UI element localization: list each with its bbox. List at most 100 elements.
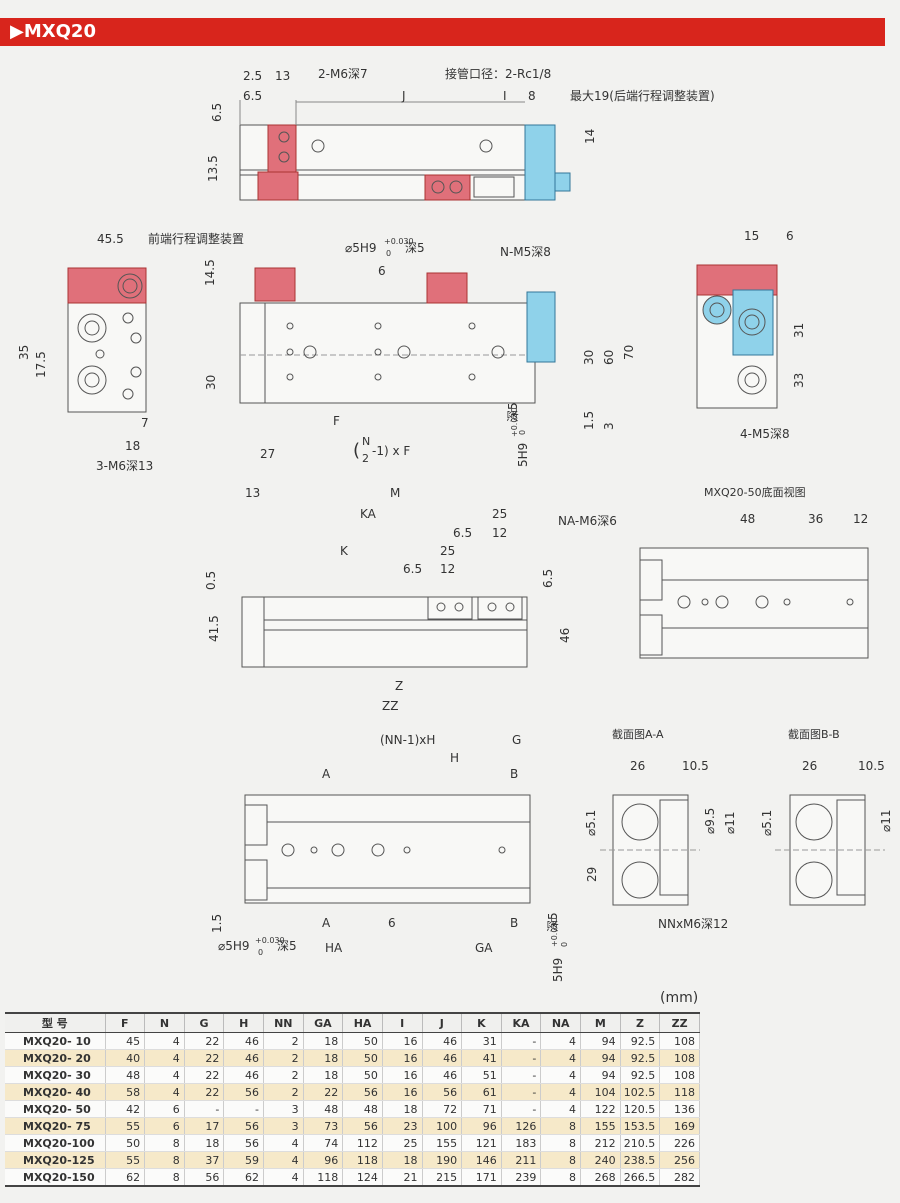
table-cell: 104 [580, 1083, 621, 1101]
right-view-labels: 15 6 31 33 4-M5深8 [740, 229, 806, 441]
svg-text:A: A [322, 767, 331, 781]
svg-text:13: 13 [245, 486, 260, 500]
table-cell: 102.5 [620, 1083, 661, 1101]
model-cell: MXQ20- 40 [5, 1083, 106, 1101]
table-cell: 46 [422, 1032, 463, 1050]
table-cell: 22 [303, 1083, 344, 1101]
table-cell: 100 [422, 1117, 463, 1135]
table-cell: 136 [659, 1100, 700, 1118]
table-cell: 45 [105, 1032, 146, 1050]
table-cell: 92.5 [620, 1032, 661, 1050]
table-cell: 59 [223, 1151, 264, 1169]
svg-text:M: M [390, 486, 400, 500]
table-cell: 61 [461, 1083, 502, 1101]
table-cell: 18 [303, 1032, 344, 1050]
table-cell: 48 [303, 1100, 344, 1118]
table-cell: 118 [342, 1151, 383, 1169]
table-cell: 23 [382, 1117, 423, 1135]
column-header: HA [342, 1012, 383, 1033]
table-cell: 239 [501, 1168, 542, 1187]
svg-text:+0.030: +0.030 [255, 936, 285, 945]
table-cell: 3 [263, 1100, 304, 1118]
column-header: 型 号 [5, 1012, 106, 1033]
section-a-labels: 截面图A-A 26 10.5 ⌀5.1 ⌀9.5 ⌀11 NNxM6深12 [584, 727, 737, 931]
table-cell: 8 [144, 1134, 185, 1152]
table-cell: 8 [540, 1151, 581, 1169]
table-cell: 153.5 [620, 1117, 661, 1135]
svg-text:⌀11: ⌀11 [879, 810, 893, 833]
table-cell: 55 [105, 1117, 146, 1135]
svg-text:10.5: 10.5 [858, 759, 885, 773]
svg-text:7: 7 [141, 416, 149, 430]
table-cell: 2 [263, 1066, 304, 1084]
svg-text:⌀5.1: ⌀5.1 [760, 810, 774, 836]
svg-text:13: 13 [275, 69, 290, 83]
svg-text:NA-M6深6: NA-M6深6 [558, 514, 617, 528]
svg-text:1.5: 1.5 [210, 914, 224, 933]
svg-text:最大19(后端行程调整装置): 最大19(后端行程调整装置) [570, 88, 715, 103]
svg-text:17.5: 17.5 [34, 351, 48, 378]
svg-text:30: 30 [204, 375, 218, 390]
play-icon: ▶ [10, 21, 24, 42]
table-cell: 8 [540, 1117, 581, 1135]
svg-text:B: B [510, 916, 518, 930]
svg-text:45.5: 45.5 [97, 232, 124, 246]
table-cell: 18 [382, 1151, 423, 1169]
svg-text:14.5: 14.5 [203, 259, 217, 286]
svg-text:0: 0 [518, 430, 527, 435]
table-cell: 6 [144, 1100, 185, 1118]
table-cell: 171 [461, 1168, 502, 1187]
svg-text:6.5: 6.5 [453, 526, 472, 540]
model-cell: MXQ20-150 [5, 1168, 106, 1187]
svg-text:N: N [362, 435, 370, 448]
table-cell: 18 [303, 1049, 344, 1067]
table-cell: 215 [422, 1168, 463, 1187]
svg-text:0: 0 [560, 942, 569, 947]
page-header: ▶MXQ20 [0, 18, 885, 46]
model-cell: MXQ20- 50 [5, 1100, 106, 1118]
table-cell: 108 [659, 1049, 700, 1067]
svg-text:6: 6 [786, 229, 794, 243]
svg-text:截面图A-A: 截面图A-A [612, 727, 664, 741]
model-cell: MXQ20-125 [5, 1151, 106, 1169]
table-cell: 56 [342, 1117, 383, 1135]
table-cell: 238.5 [620, 1151, 661, 1169]
svg-text:5H9: 5H9 [551, 958, 565, 982]
lower-view-labels: (NN-1)xH G H A B 29 1.5 A 6 B ⌀5H9 +0.03… [210, 733, 599, 982]
table-cell: 118 [659, 1083, 700, 1101]
svg-text:60: 60 [602, 350, 616, 365]
svg-text:35: 35 [17, 345, 31, 360]
table-cell: 4 [263, 1168, 304, 1187]
svg-text:I: I [503, 89, 507, 103]
table-cell: 22 [184, 1083, 225, 1101]
table-cell: 4 [540, 1100, 581, 1118]
svg-text:12: 12 [492, 526, 507, 540]
table-cell: 121 [461, 1134, 502, 1152]
lower-view-drawing [244, 794, 531, 904]
technical-drawings: 2.5 13 6.5 2-M6深7 J 接管口径：2-Rc1/8 I 8 最大1… [17, 66, 893, 982]
svg-text:26: 26 [802, 759, 817, 773]
table-cell: - [501, 1049, 542, 1067]
svg-text:H: H [450, 751, 459, 765]
table-cell: 126 [501, 1117, 542, 1135]
model-cell: MXQ20- 10 [5, 1032, 106, 1050]
table-cell: 112 [342, 1134, 383, 1152]
table-cell: 16 [382, 1083, 423, 1101]
table-cell: 56 [184, 1168, 225, 1187]
svg-text:3-M6深13: 3-M6深13 [96, 459, 153, 473]
svg-text:MXQ20-50底面视图: MXQ20-50底面视图 [704, 485, 806, 499]
table-cell: 2 [263, 1032, 304, 1050]
section-b-drawing [775, 794, 885, 906]
table-cell: 4 [540, 1083, 581, 1101]
svg-text:0: 0 [386, 249, 391, 258]
table-cell: 8 [540, 1168, 581, 1187]
table-cell: 50 [342, 1032, 383, 1050]
section-a-drawing [600, 794, 700, 906]
table-cell: 8 [144, 1151, 185, 1169]
table-cell: 17 [184, 1117, 225, 1135]
table-cell: 226 [659, 1134, 700, 1152]
bottom-view-drawing [639, 547, 869, 659]
left-view-drawing [67, 267, 147, 413]
table-cell: 56 [223, 1117, 264, 1135]
table-cell: 256 [659, 1151, 700, 1169]
